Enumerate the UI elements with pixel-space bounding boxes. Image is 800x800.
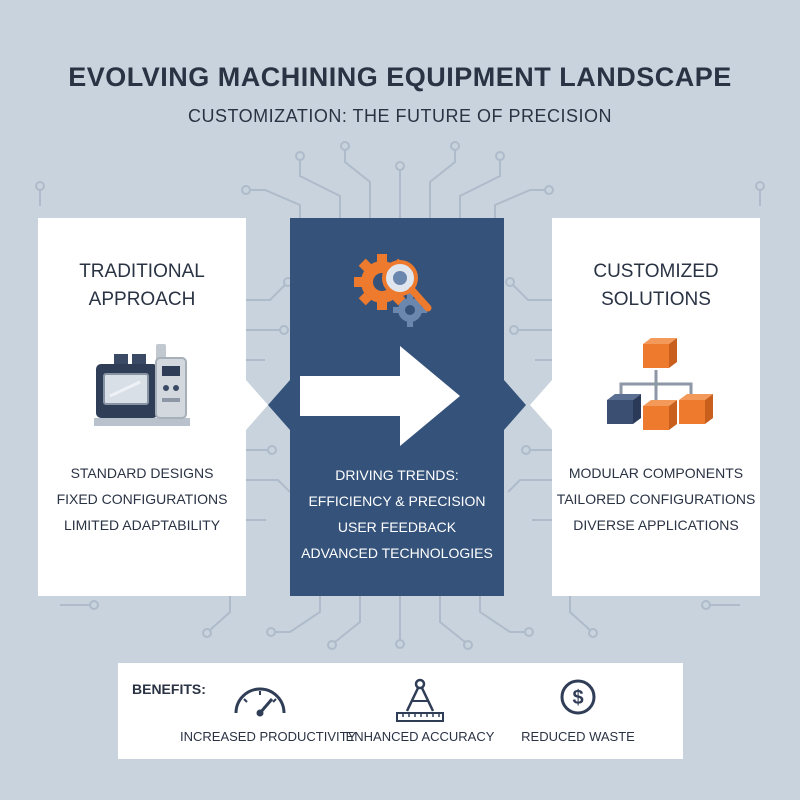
trend-item: DRIVING TRENDS:: [335, 467, 459, 483]
benefit-increased-productivity: INCREASED PRODUCTIVITY: [180, 663, 357, 759]
compass-ruler-icon: [396, 678, 444, 722]
traditional-item: STANDARD DESIGNS: [70, 465, 214, 481]
customized-solutions-panel: CUSTOMIZED SOLUTIONS MODULAR COMPONENTS …: [552, 218, 760, 596]
benefit-reduced-waste: $ REDUCED WASTE: [498, 663, 658, 759]
benefit-label: ENHANCED ACCURACY: [345, 729, 495, 744]
right-connector-arrow: [504, 380, 552, 430]
traditional-heading-line2: APPROACH: [88, 289, 196, 310]
driving-trends-panel: DRIVING TRENDS: EFFICIENCY & PRECISION U…: [290, 218, 504, 596]
customized-list: MODULAR COMPONENTS TAILORED CONFIGURATIO…: [552, 460, 760, 538]
driving-trends-list: DRIVING TRENDS: EFFICIENCY & PRECISION U…: [290, 462, 504, 566]
svg-text:$: $: [572, 687, 583, 709]
customized-item: DIVERSE APPLICATIONS: [573, 517, 739, 533]
customized-heading: CUSTOMIZED SOLUTIONS: [552, 258, 760, 314]
trend-item: USER FEEDBACK: [337, 519, 457, 535]
gears-magnifier-icon: [354, 254, 432, 327]
page-subtitle: CUSTOMIZATION: THE FUTURE OF PRECISION: [187, 106, 613, 126]
cnc-machine-icon: [94, 344, 190, 426]
benefit-enhanced-accuracy: ENHANCED ACCURACY: [340, 663, 500, 759]
traditional-item: FIXED CONFIGURATIONS: [56, 491, 228, 507]
gauge-icon: [234, 687, 286, 717]
trend-item: EFFICIENCY & PRECISION: [308, 493, 486, 509]
traditional-heading-line1: TRADITIONAL: [79, 261, 205, 282]
customized-item: MODULAR COMPONENTS: [568, 465, 744, 481]
traditional-list: STANDARD DESIGNS FIXED CONFIGURATIONS LI…: [38, 460, 246, 538]
traditional-heading: TRADITIONAL APPROACH: [38, 258, 246, 314]
benefit-label: REDUCED WASTE: [521, 729, 635, 744]
traditional-item: LIMITED ADAPTABILITY: [63, 517, 221, 533]
trend-item: ADVANCED TECHNOLOGIES: [301, 545, 493, 561]
modular-cubes-icon: [607, 338, 713, 430]
left-connector-arrow: [246, 380, 290, 430]
benefit-label: INCREASED PRODUCTIVITY: [180, 729, 357, 744]
customized-heading-line2: SOLUTIONS: [601, 289, 711, 310]
page-title: EVOLVING MACHINING EQUIPMENT LANDSCAPE: [68, 62, 732, 92]
customized-item: TAILORED CONFIGURATIONS: [556, 491, 756, 507]
benefits-label: BENEFITS:: [132, 681, 206, 697]
traditional-approach-panel: TRADITIONAL APPROACH STANDARD DESIGNS FI…: [38, 218, 246, 596]
customized-heading-line1: CUSTOMIZED: [593, 261, 719, 282]
right-arrow-icon: [300, 346, 460, 446]
dollar-coin-icon: $: [560, 679, 596, 715]
benefits-bar: BENEFITS: INCREASED PRODUCTIVITY ENHANCE…: [118, 663, 683, 759]
